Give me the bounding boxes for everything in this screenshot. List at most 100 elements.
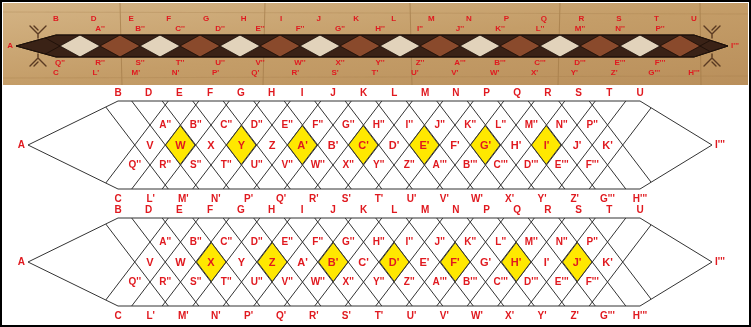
lattice-line (254, 101, 321, 189)
lattice-line (160, 35, 200, 57)
vertex-label: E'' (282, 120, 293, 130)
vertex-label: J (330, 88, 336, 98)
vertex-label: S' (332, 69, 339, 77)
vertex-label: A'' (159, 120, 171, 130)
vertex-label: F (207, 88, 213, 98)
yellow-diamond: Z (257, 242, 288, 282)
vertex-label: H'' (373, 120, 385, 130)
lattice-line (406, 218, 473, 306)
wood-photo (3, 3, 748, 85)
vertex-label: S'' (190, 160, 201, 170)
lattice-lines (40, 35, 720, 57)
lattice-line (498, 101, 565, 189)
vertex-label: J'' (435, 120, 445, 130)
vertex-label: G''' (600, 311, 615, 321)
yellow-diamond: B' (318, 242, 349, 282)
vertex-label: W'' (294, 59, 305, 67)
vertex-label: H' (511, 140, 522, 151)
lattice-line (80, 35, 120, 57)
vertex-label: C (53, 69, 59, 77)
vertex-label: D (145, 88, 152, 98)
braid-diamond (420, 35, 460, 57)
diamond-fill (501, 243, 531, 282)
vertex-label: X'' (343, 277, 354, 287)
lattice-line (40, 35, 80, 57)
vertex-label: R (544, 205, 551, 215)
lattice-line (589, 218, 656, 306)
vertex-label: F'' (296, 25, 305, 33)
vertex-label: Z'' (404, 160, 415, 170)
lattice-line (560, 35, 600, 57)
braid-diamond (380, 35, 420, 57)
vertex-label: W'' (311, 160, 325, 170)
yellow-diamond: I' (531, 125, 562, 165)
vertex-label: H (268, 88, 275, 98)
vertex-label: P'' (587, 120, 598, 130)
vertex-label: A''' (433, 277, 447, 287)
vertex-label: L'' (495, 237, 506, 247)
lattice-line (440, 35, 480, 57)
vertex-label: F'' (312, 237, 323, 247)
vertex-label: H''' (633, 194, 647, 204)
vertex-label: Q (541, 15, 547, 23)
vertex-label: L'' (495, 120, 506, 130)
braid-diamond (540, 35, 580, 57)
vertex-label: M (421, 88, 429, 98)
lattice-line (498, 218, 565, 306)
vertex-label: K (353, 15, 359, 23)
diamond-fill (288, 126, 318, 165)
lattice-line (193, 218, 260, 306)
lattice-lines (101, 218, 656, 306)
vertex-label: Y'' (373, 160, 384, 170)
lattice-line (320, 35, 360, 57)
lattice-line (437, 218, 504, 306)
vertex-label: R'' (159, 277, 171, 287)
lattice-line (560, 35, 600, 57)
vertex-label: Q'' (128, 277, 141, 287)
lattice-line (162, 218, 229, 306)
vertex-label: F' (450, 140, 459, 151)
fork-symbols (30, 26, 720, 66)
vertex-label: B'' (190, 237, 202, 247)
diamond-letter: Y (238, 140, 245, 151)
vertex-label: Q (513, 205, 521, 215)
vertex-label: Z'' (416, 59, 425, 67)
vertex-label: G''' (648, 69, 660, 77)
vertex-label: R'' (95, 59, 105, 67)
vertex-label: Z' (571, 194, 580, 204)
lattice-line (640, 35, 680, 57)
vertex-label: C (114, 311, 121, 321)
yellow-diamond: J' (562, 242, 593, 282)
lattice-line (80, 35, 120, 57)
braid-diamond (340, 35, 380, 57)
vertex-label: S'' (190, 277, 201, 287)
vertex-label: Q'' (55, 59, 65, 67)
lattice-line (101, 101, 168, 189)
lattice-line (440, 35, 480, 57)
vertex-label: P' (212, 69, 219, 77)
vertex-label: K (360, 88, 367, 98)
vertex-label: K' (602, 140, 613, 151)
vertex-label: Q'' (128, 160, 141, 170)
diamond-letter: H' (511, 257, 522, 268)
lattice-line (254, 218, 321, 306)
vertex-label: D''' (574, 59, 585, 67)
diamond-fill (318, 243, 348, 282)
vertex-label: V' (440, 311, 449, 321)
vertex-label: T'' (221, 277, 232, 287)
vertex-label: F''' (586, 160, 599, 170)
diamond-letter: C' (358, 140, 369, 151)
vertex-label: M'' (525, 120, 538, 130)
vertex-label: Q (513, 88, 521, 98)
braid-diamond (60, 35, 100, 57)
vertex-label: C' (358, 257, 369, 268)
diamond-fill (166, 126, 196, 165)
yellow-diamond: A' (287, 125, 318, 165)
vertex-label: F (207, 205, 213, 215)
diamond-fill (379, 243, 409, 282)
diamond-letter: G' (480, 140, 491, 151)
vertex-label: Y' (538, 194, 547, 204)
vertex-label: V' (440, 194, 449, 204)
lattice-line (437, 218, 504, 306)
